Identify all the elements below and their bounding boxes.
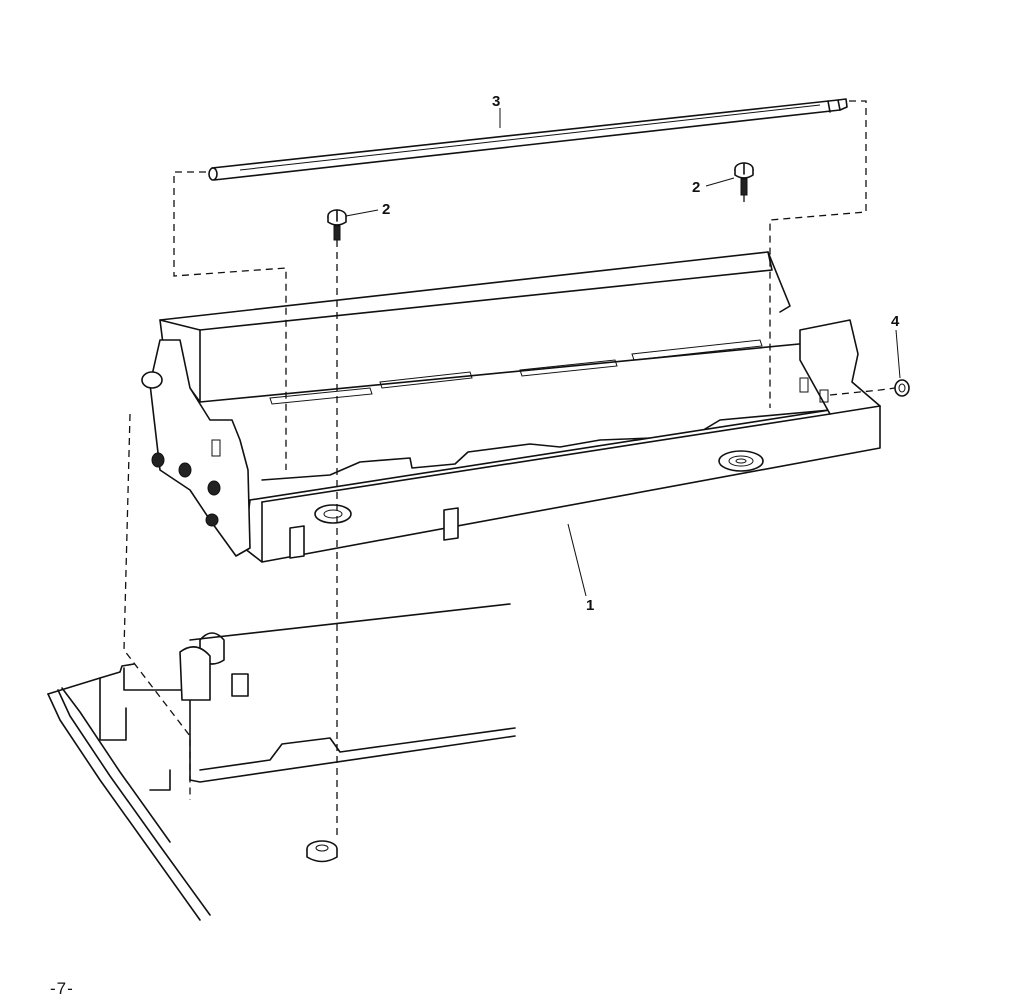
leader-lines — [345, 108, 901, 597]
assembly-lines — [123, 100, 896, 840]
page-number: -7- — [50, 979, 74, 998]
callout-4: 4 — [891, 313, 900, 330]
shaft-part — [208, 98, 848, 181]
callout-2-left: 2 — [382, 201, 390, 218]
callout-3: 3 — [492, 93, 500, 110]
nut-part — [894, 379, 910, 397]
lower-nut — [306, 840, 338, 863]
screw-left-part — [327, 209, 347, 241]
frame-part — [141, 251, 881, 563]
callout-2-right: 2 — [692, 179, 700, 196]
callout-1: 1 — [586, 597, 594, 614]
base-housing — [47, 603, 516, 921]
screw-right-part — [734, 162, 754, 196]
